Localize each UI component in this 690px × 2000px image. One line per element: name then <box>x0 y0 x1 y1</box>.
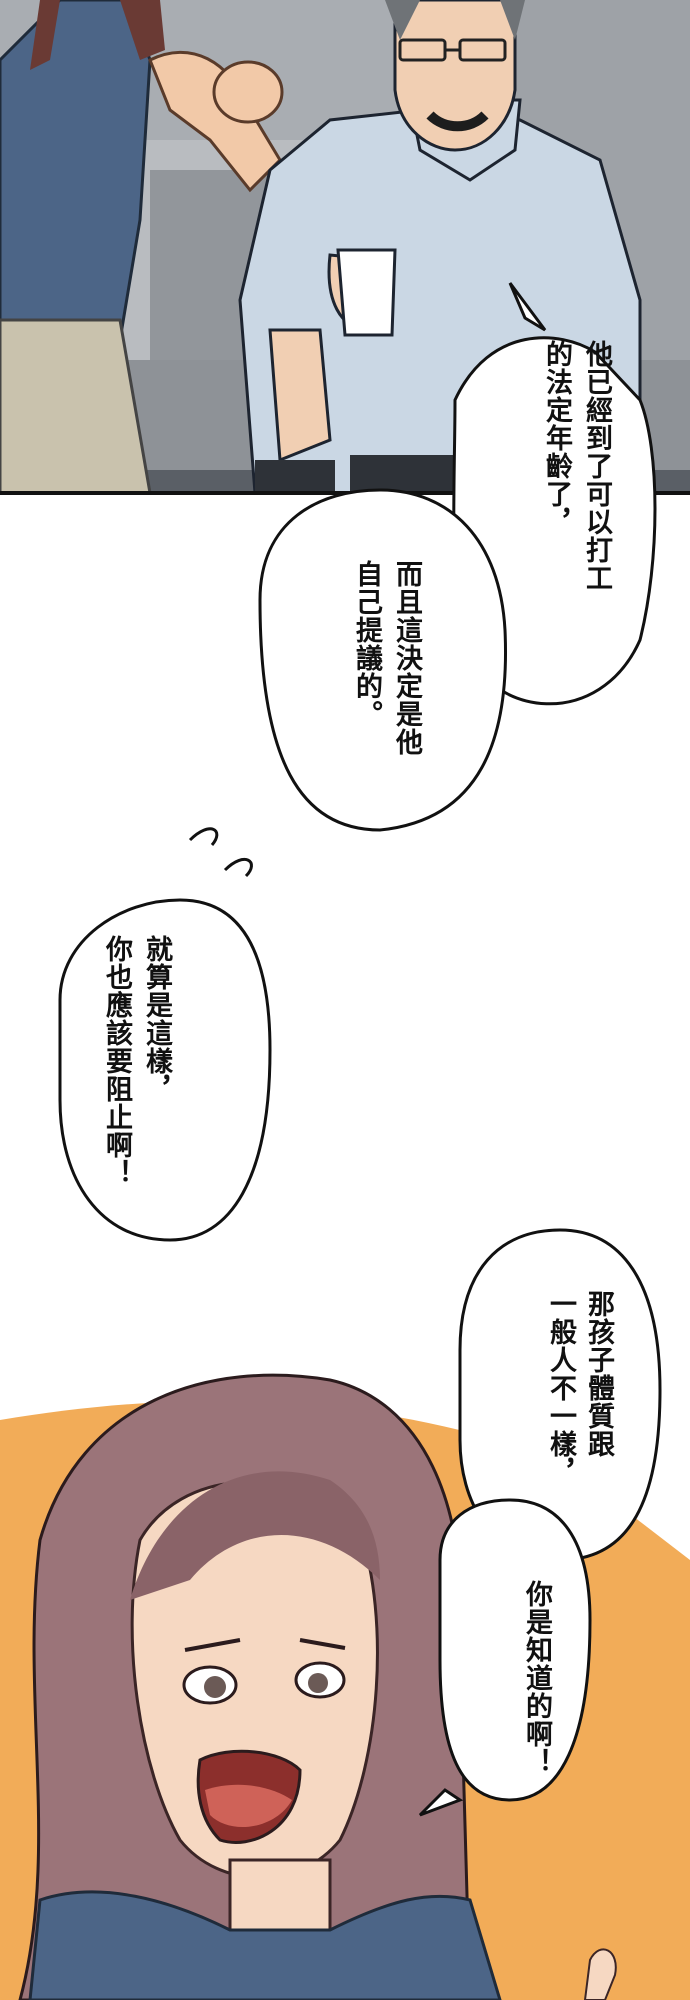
bubble-4-line-1: 那孩子體質跟 <box>583 1290 614 1458</box>
bubble-1-line-1: 他已經到了可以打工 <box>581 340 612 592</box>
bubble-3-line-1: 就算是這樣， <box>141 935 172 1103</box>
bubble-1-line-2: 的法定年齡了， <box>541 340 572 536</box>
bubble-3-line-2: 你也應該要阻止啊！ <box>101 935 132 1187</box>
bubble-4-line-2: 一般人不一樣， <box>545 1290 576 1486</box>
bubble-5-line-1: 你是知道的啊！ <box>521 1580 552 1776</box>
bubble-2-line-2: 自己提議的。 <box>351 560 382 728</box>
bubble-2-line-1: 而且這決定是他 <box>391 560 422 756</box>
